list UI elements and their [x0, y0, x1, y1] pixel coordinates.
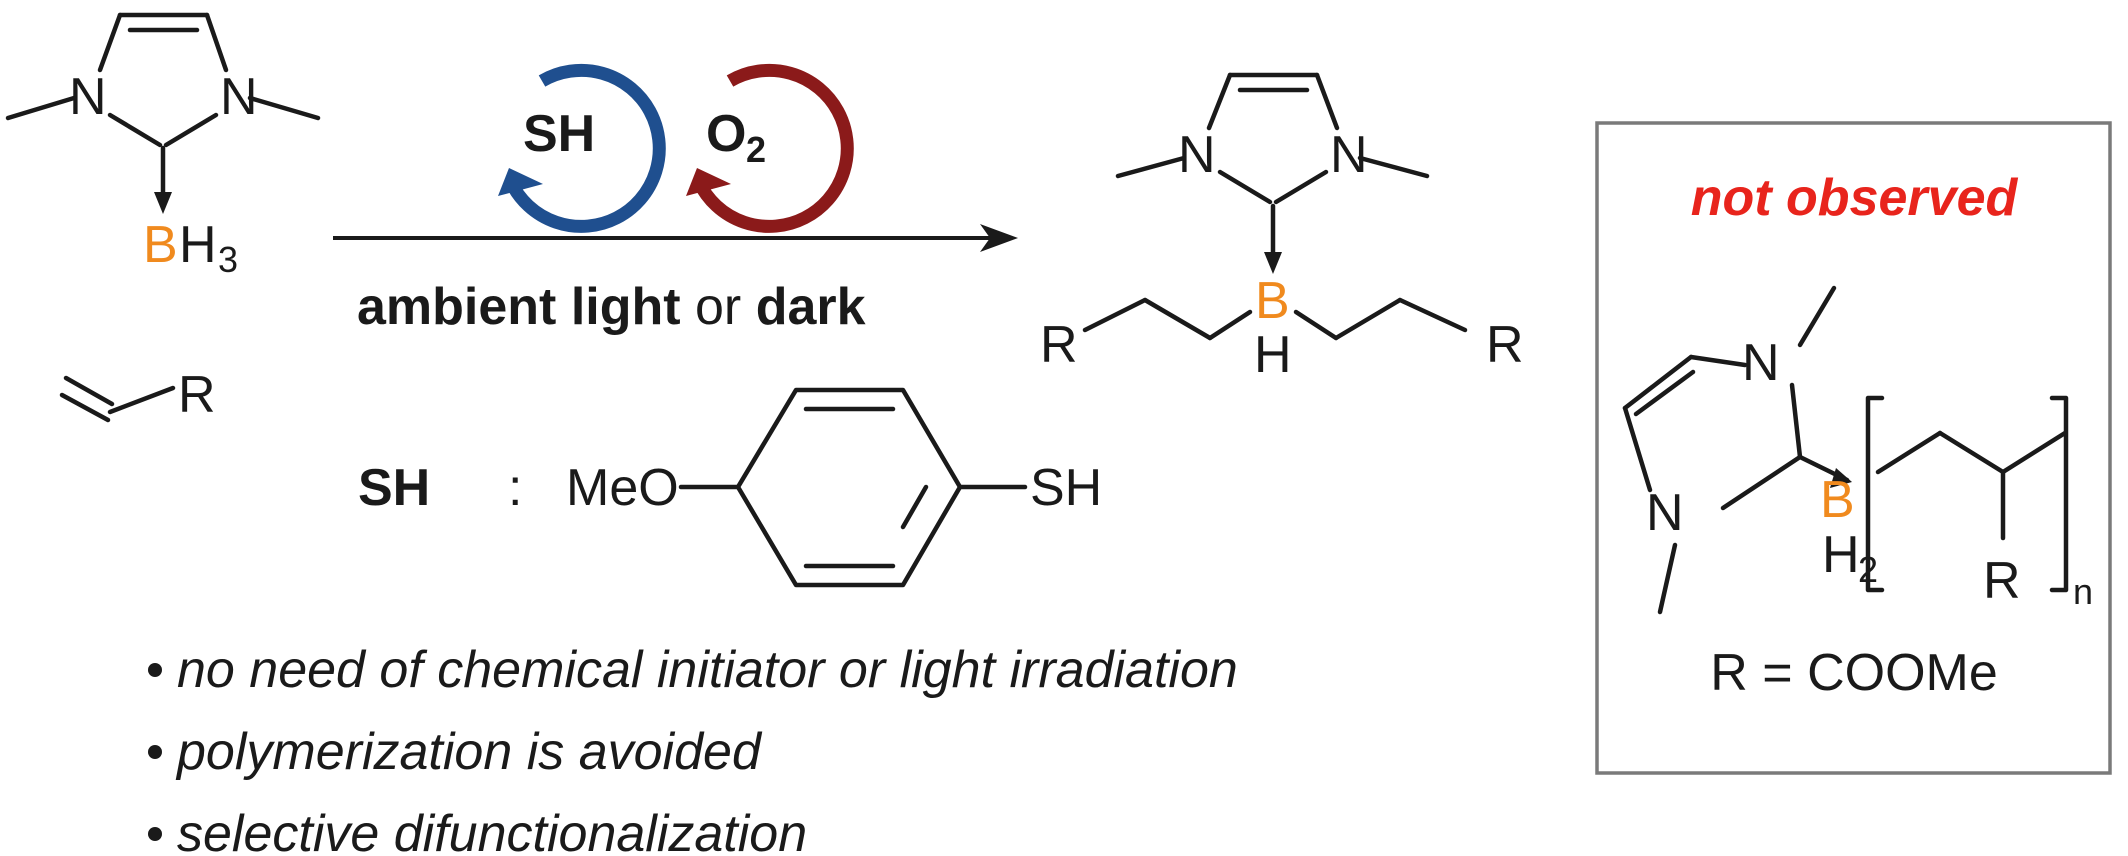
reactant-nhc-borane: N N B H 3: [5, 12, 321, 280]
bullet-list: no need of chemical initiator or light i…: [148, 641, 1238, 856]
product-r-right: R: [1486, 316, 1524, 374]
r-definition: R = COOMe: [1710, 644, 1998, 702]
thiol-legend-methoxy: MeO: [566, 459, 679, 517]
oxygen-cycle-label: O: [706, 105, 746, 163]
not-observed-h-subscript: 2: [1858, 549, 1878, 590]
not-observed-n-top: N: [1742, 334, 1780, 392]
not-observed-n-bottom: N: [1646, 484, 1684, 542]
not-observed-boron: B: [1820, 471, 1855, 529]
not-observed-box: not observed N N B H 2 n R R = COOMe: [1595, 121, 2112, 775]
reactant-n-left: N: [69, 68, 107, 126]
thiol-legend-abbrev: SH: [358, 459, 430, 517]
reactant-hydrogen: H: [179, 216, 217, 274]
product-boron-hydrogen: H: [1254, 326, 1292, 384]
reactant-n-right: N: [220, 68, 258, 126]
thiol-cycle-label: SH: [523, 105, 595, 163]
product-nhc-borane: N N B H R R: [1040, 72, 1524, 384]
bullet-dot: [148, 745, 162, 759]
product-r-left: R: [1040, 316, 1078, 374]
alkene-r-group: R: [178, 366, 216, 424]
bullet-dot: [148, 827, 162, 841]
not-observed-title: not observed: [1691, 169, 2019, 227]
bullet-item: selective difunctionalization: [177, 805, 807, 856]
product-n-right: N: [1330, 126, 1368, 184]
thiol-legend-sh: SH: [1030, 459, 1102, 517]
not-observed-hydrogen: H: [1822, 526, 1860, 584]
box-frame: [1595, 121, 2112, 775]
bullet-item: no need of chemical initiator or light i…: [177, 641, 1238, 699]
bullet-item: polymerization is avoided: [175, 723, 763, 781]
thiol-cycle: SH: [498, 63, 666, 233]
reactant-h-subscript: 3: [218, 239, 238, 280]
reaction-conditions: ambient light or dark: [357, 278, 866, 336]
reactant-alkene: R: [59, 366, 216, 424]
oxygen-subscript: 2: [746, 129, 766, 170]
oxygen-cycle: O 2: [686, 63, 854, 233]
not-observed-r: R: [1983, 552, 2021, 610]
product-n-left: N: [1178, 126, 1216, 184]
not-observed-n-index: n: [2073, 571, 2093, 612]
reactant-boron: B: [143, 216, 178, 274]
thiol-legend: SH : MeO SH: [358, 387, 1102, 588]
product-boron: B: [1255, 272, 1290, 330]
bullet-dot: [148, 663, 162, 677]
thiol-legend-colon: :: [508, 459, 522, 517]
reaction-arrow: [333, 224, 1018, 252]
